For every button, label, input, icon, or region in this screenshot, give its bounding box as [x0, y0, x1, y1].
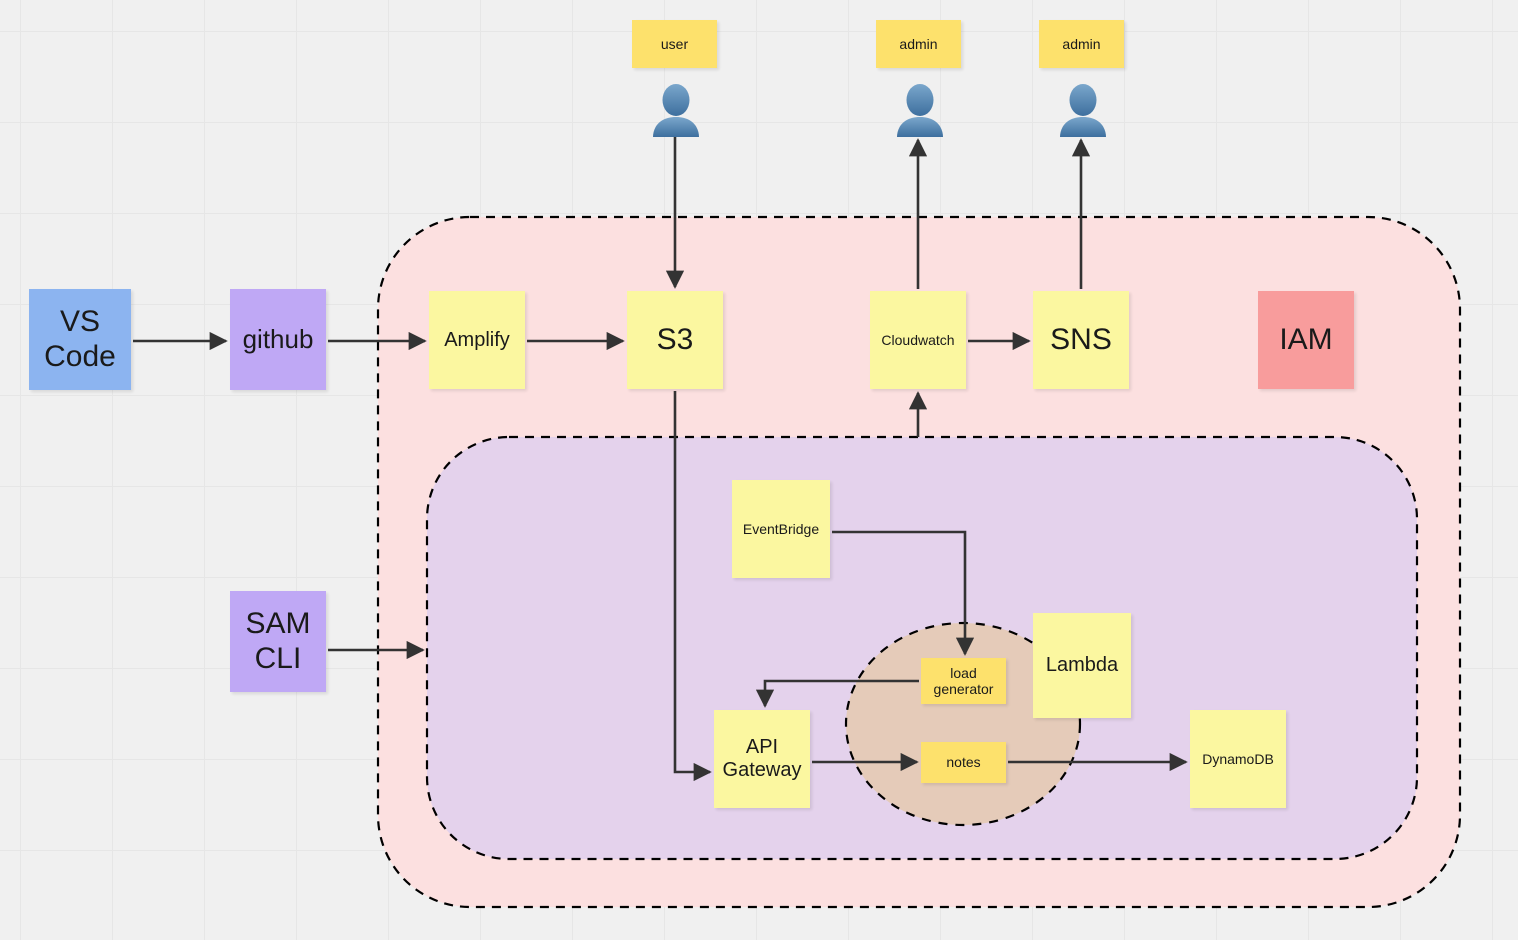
edge-load-generator-to-api-gateway	[755, 679, 919, 708]
actor-label-admin-2: admin	[1039, 20, 1124, 68]
node-load-generator[interactable]: load generator	[921, 658, 1006, 704]
node-amplify[interactable]: Amplify	[429, 291, 525, 389]
actor-label-user: user	[632, 20, 717, 68]
actor-label-admin-1: admin	[876, 20, 961, 68]
node-notes[interactable]: notes	[921, 742, 1006, 783]
node-vs-code[interactable]: VS Code	[29, 289, 131, 390]
node-lambda[interactable]: Lambda	[1033, 613, 1131, 718]
node-dynamodb[interactable]: DynamoDB	[1190, 710, 1286, 808]
admin-icon-1	[895, 83, 945, 138]
node-github[interactable]: github	[230, 289, 326, 390]
user-icon	[651, 83, 701, 138]
edge-eventbridge-to-load-generator	[832, 530, 975, 656]
node-s3[interactable]: S3	[627, 291, 723, 389]
node-eventbridge[interactable]: EventBridge	[732, 480, 830, 578]
edge-s3-to-api-gateway	[673, 391, 712, 782]
admin-icon-2	[1058, 83, 1108, 138]
node-iam[interactable]: IAM	[1258, 291, 1354, 389]
node-sns[interactable]: SNS	[1033, 291, 1129, 389]
node-cloudwatch[interactable]: Cloudwatch	[870, 291, 966, 389]
node-sam-cli[interactable]: SAM CLI	[230, 591, 326, 692]
node-api-gateway[interactable]: API Gateway	[714, 710, 810, 808]
